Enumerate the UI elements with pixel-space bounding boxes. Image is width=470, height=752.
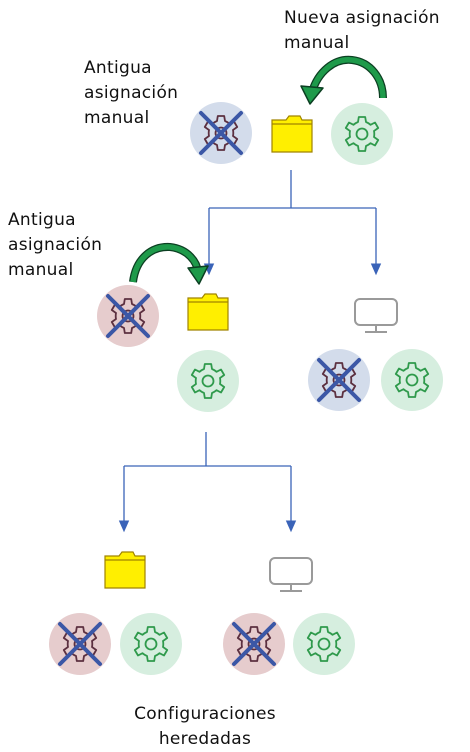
- label-line: asignación: [84, 83, 179, 103]
- label-line: Configuraciones: [134, 704, 276, 724]
- label-line: Nueva asignación: [284, 8, 440, 28]
- crossed-gear-icon: [190, 102, 252, 164]
- label-old-manual-assignment-top: Antigua asignación manual: [84, 56, 178, 131]
- gear-icon: [381, 349, 443, 411]
- label-line: Antigua: [8, 210, 76, 230]
- curved-arrow-icon: [129, 242, 209, 285]
- tree-connectors: [118, 170, 382, 533]
- gear-icon: [293, 613, 355, 675]
- label-line: heredadas: [158, 729, 252, 749]
- label-line: asignación: [8, 235, 103, 255]
- curved-arrow-icon: [300, 55, 387, 105]
- label-line: manual: [8, 260, 74, 280]
- crossed-gear-icon: [308, 349, 370, 411]
- label-line: Antigua: [84, 58, 152, 78]
- gear-icon: [120, 613, 182, 675]
- folder-icon: [271, 115, 313, 153]
- folder-icon: [187, 293, 229, 331]
- label-line: manual: [84, 108, 150, 128]
- computer-icon: [354, 298, 398, 333]
- crossed-gear-icon: [223, 613, 285, 675]
- crossed-gear-icon: [49, 613, 111, 675]
- label-old-manual-assignment-middle: Antigua asignación manual: [8, 208, 102, 283]
- label-line: manual: [284, 33, 350, 53]
- label-new-manual-assignment: Nueva asignación manual: [284, 6, 440, 56]
- folder-icon: [104, 551, 146, 589]
- gear-icon: [177, 350, 239, 412]
- gear-icon: [331, 103, 393, 165]
- crossed-gear-icon: [97, 285, 159, 347]
- label-inherited-configurations: Configuraciones heredadas: [100, 702, 310, 752]
- computer-icon: [269, 557, 313, 592]
